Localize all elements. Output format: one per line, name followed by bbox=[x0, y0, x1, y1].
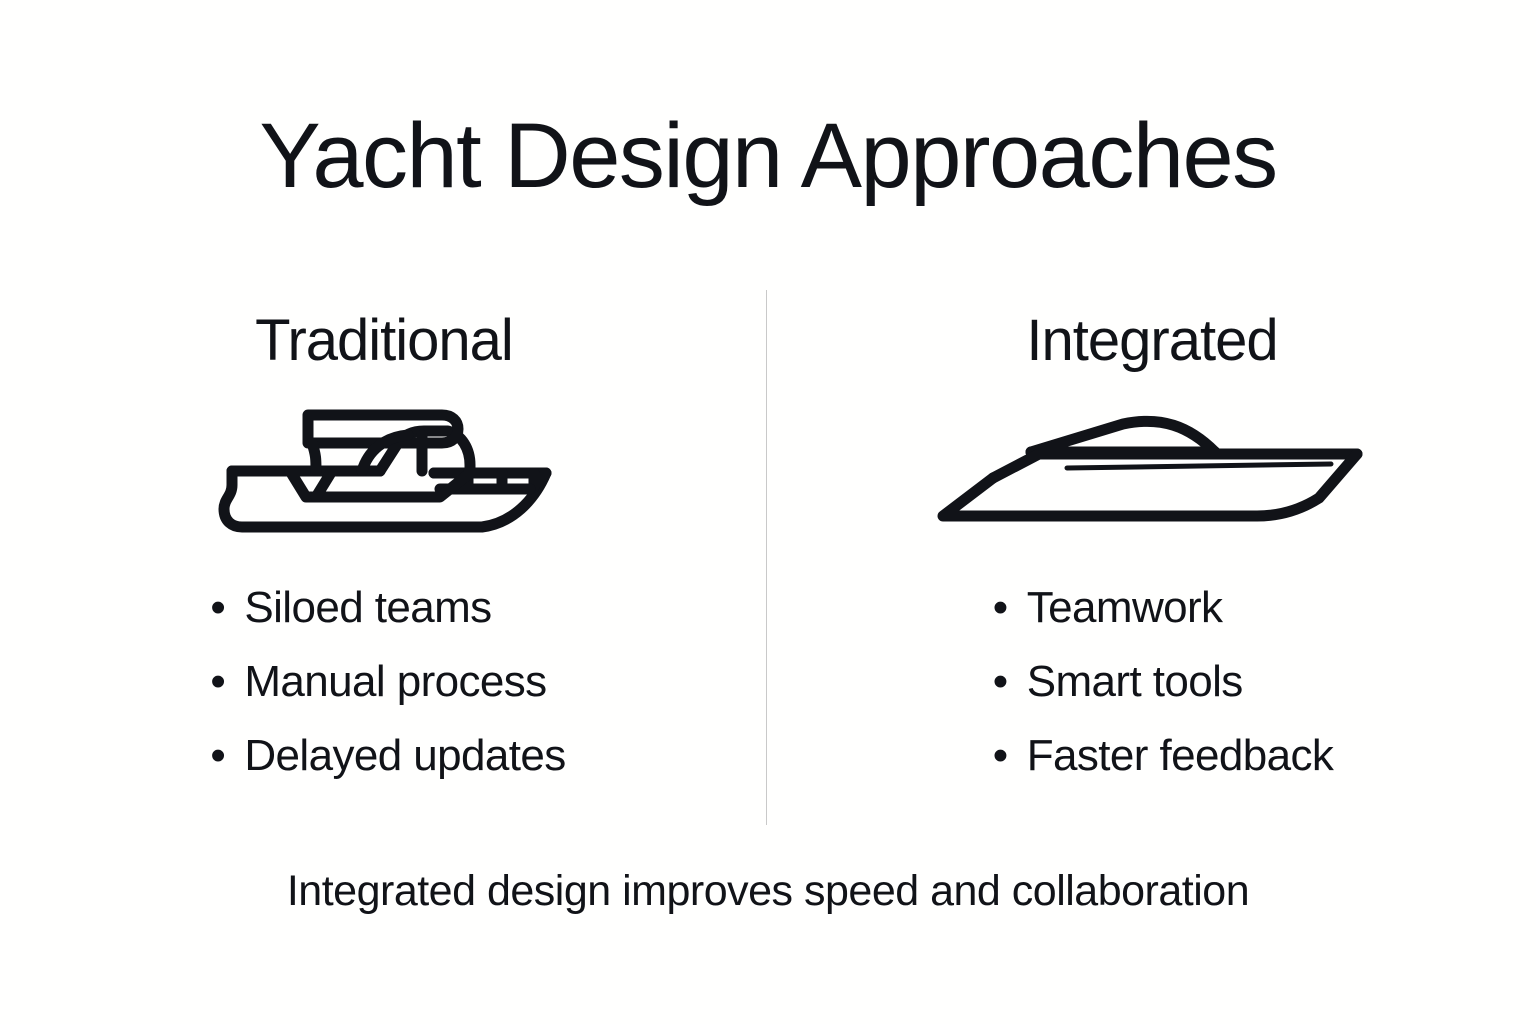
motor-yacht-flybridge-icon bbox=[204, 396, 564, 546]
column-heading-traditional: Traditional bbox=[255, 308, 514, 373]
list-item: • Teamwork bbox=[993, 586, 1334, 630]
bullet-icon: • bbox=[992, 657, 1008, 706]
column-divider bbox=[766, 290, 767, 825]
column-traditional: Traditional bbox=[0, 296, 768, 836]
comparison-columns: Traditional bbox=[0, 296, 1536, 836]
bullet-icon: • bbox=[210, 731, 226, 780]
sleek-speedboat-icon bbox=[922, 396, 1382, 546]
list-item: • Manual process bbox=[210, 660, 565, 704]
list-item: • Faster feedback bbox=[993, 734, 1334, 778]
bullet-icon: • bbox=[992, 731, 1008, 780]
list-item: • Smart tools bbox=[993, 660, 1334, 704]
list-item-label: Smart tools bbox=[1026, 657, 1244, 706]
bullet-list-integrated: • Teamwork • Smart tools • Faster feedba… bbox=[993, 586, 1334, 778]
list-item: • Delayed updates bbox=[210, 731, 566, 780]
bullet-icon: • bbox=[210, 583, 226, 632]
bullet-list-traditional: • Siloed teams • Manual process • Delaye… bbox=[210, 586, 566, 780]
list-item: • Siloed teams bbox=[210, 586, 565, 630]
page-title: Yacht Design Approaches bbox=[259, 105, 1278, 207]
footer-caption: Integrated design improves speed and col… bbox=[286, 867, 1250, 915]
list-item-label: Delayed updates bbox=[244, 731, 566, 780]
column-heading-integrated: Integrated bbox=[1026, 308, 1278, 373]
bullet-icon: • bbox=[992, 583, 1008, 632]
list-item-label: Faster feedback bbox=[1026, 731, 1334, 780]
list-item-label: Teamwork bbox=[1026, 583, 1223, 632]
column-integrated: Integrated • Teamwork bbox=[768, 296, 1536, 836]
bullet-icon: • bbox=[210, 657, 226, 706]
list-item-label: Manual process bbox=[244, 657, 547, 706]
list-item-label: Siloed teams bbox=[244, 583, 492, 632]
